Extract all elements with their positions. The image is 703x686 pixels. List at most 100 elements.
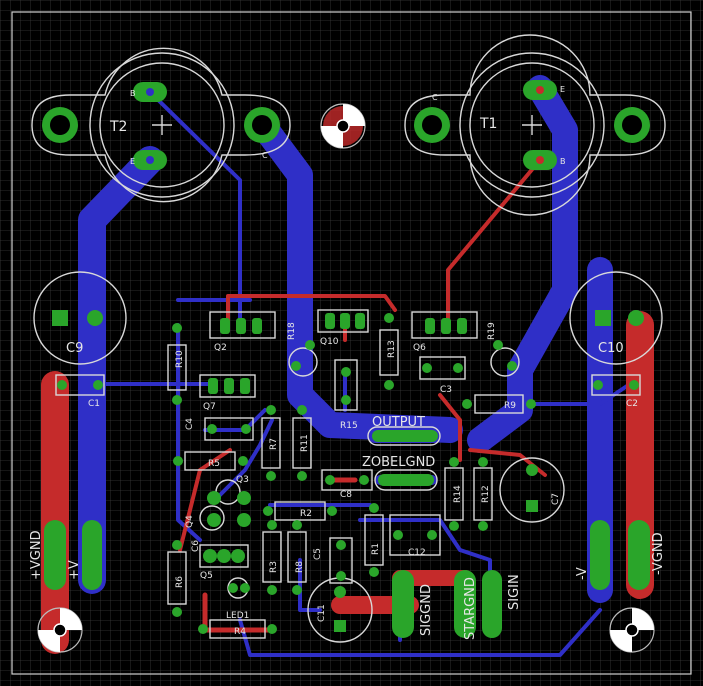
label-r14: R14 bbox=[453, 485, 463, 503]
label-q5: Q5 bbox=[200, 571, 213, 581]
capacitor-c3-outline bbox=[419, 356, 466, 380]
silkscreen-layer bbox=[31, 34, 666, 643]
capacitor-c7-outline bbox=[499, 457, 565, 523]
label-t1-pin-e: E bbox=[560, 85, 565, 94]
q5-pads bbox=[203, 549, 245, 563]
zobelgnd-pad bbox=[378, 474, 434, 486]
label-r2: R2 bbox=[300, 509, 312, 519]
q7-pads bbox=[208, 378, 250, 394]
label-c12: C12 bbox=[408, 548, 426, 558]
label-c10: C10 bbox=[598, 341, 624, 356]
capacitor-pads bbox=[57, 363, 639, 632]
label-minus-vgnd: -VGND bbox=[651, 532, 666, 575]
label-t2: T2 bbox=[109, 119, 127, 135]
pads-layer bbox=[42, 80, 650, 638]
transistor-q2-outline bbox=[209, 311, 276, 339]
label-t1-pin-b: B bbox=[560, 157, 566, 166]
label-r19: R19 bbox=[487, 322, 497, 340]
plus-vgnd-pad bbox=[44, 520, 66, 590]
capacitor-c5-outline bbox=[329, 537, 353, 584]
label-c9: C9 bbox=[66, 341, 83, 356]
resistor-r14-outline bbox=[444, 467, 464, 521]
resistor-r8-outline bbox=[287, 531, 307, 583]
q3-q4-pads bbox=[207, 491, 251, 527]
label-r7: R7 bbox=[269, 438, 279, 450]
label-r3: R3 bbox=[269, 561, 279, 573]
trace-q3 bbox=[213, 418, 274, 502]
label-c1: C1 bbox=[88, 399, 100, 409]
label-t1-pin-c: C bbox=[432, 93, 438, 102]
board-outline bbox=[11, 11, 692, 675]
label-plus-v: +V bbox=[67, 560, 82, 580]
label-c2: C2 bbox=[626, 399, 638, 409]
label-q2: Q2 bbox=[214, 343, 227, 353]
label-c6: C6 bbox=[191, 540, 201, 552]
label-q3: Q3 bbox=[236, 475, 249, 485]
resistor-r11-outline bbox=[292, 417, 312, 469]
transistor-t1-outline bbox=[404, 34, 666, 216]
label-t2-pin-e: E bbox=[130, 157, 135, 166]
resistor-r5-outline bbox=[184, 451, 236, 471]
minus-vgnd-pad bbox=[628, 520, 650, 590]
label-c3: C3 bbox=[440, 385, 452, 395]
mounting-holes bbox=[37, 103, 655, 653]
label-r13: R13 bbox=[387, 340, 397, 358]
label-led1: LED1 bbox=[226, 611, 249, 621]
trace-c2 bbox=[518, 382, 632, 406]
label-c8: C8 bbox=[340, 490, 352, 500]
c10-pad-2 bbox=[628, 310, 644, 326]
resistor-r4-outline bbox=[209, 619, 266, 639]
zobelgnd-connector-outline bbox=[374, 469, 438, 491]
siggnd-pad bbox=[392, 570, 414, 638]
trace-c3 bbox=[438, 393, 462, 462]
trace-left-rail bbox=[78, 146, 164, 594]
resistor-pads bbox=[172, 313, 536, 634]
capacitor-c2-outline bbox=[591, 374, 641, 396]
resistor-r6-outline bbox=[167, 551, 187, 605]
label-r6: R6 bbox=[175, 576, 185, 588]
label-r10: R10 bbox=[175, 350, 185, 368]
label-q4: Q4 bbox=[185, 515, 195, 528]
q2-pads bbox=[220, 318, 262, 334]
capacitor-c6-outline bbox=[204, 417, 254, 441]
minus-v-pad bbox=[590, 520, 610, 590]
label-r1: R1 bbox=[371, 543, 381, 555]
transistor-t2-outline bbox=[31, 47, 291, 203]
resistor-r18-outline bbox=[288, 347, 318, 377]
label-r4: R4 bbox=[234, 627, 246, 637]
output-connector-outline bbox=[367, 426, 441, 446]
resistor-r19-outline bbox=[490, 347, 520, 377]
transistor-q6-outline bbox=[411, 311, 478, 339]
label-stargnd: STARGND bbox=[463, 577, 478, 640]
resistor-r9-outline bbox=[474, 394, 524, 414]
transistor-q10-outline bbox=[317, 309, 369, 333]
transistor-q7-outline bbox=[199, 374, 256, 398]
resistor-r10-outline bbox=[167, 344, 187, 391]
label-plus-vgnd: +VGND bbox=[29, 530, 44, 580]
trace-q2-q6 bbox=[226, 294, 397, 327]
label-r9: R9 bbox=[504, 401, 516, 411]
label-q10: Q10 bbox=[320, 337, 339, 347]
label-r18: R18 bbox=[287, 322, 297, 340]
resistor-r7-outline bbox=[261, 417, 281, 469]
trace-t1-emitter bbox=[467, 75, 578, 453]
stargnd-pad bbox=[454, 570, 476, 638]
resistor-r2-outline bbox=[274, 501, 326, 521]
trace-c12 bbox=[358, 518, 492, 592]
label-r12: R12 bbox=[481, 485, 491, 503]
q10-pads bbox=[325, 313, 365, 329]
label-c5: C5 bbox=[313, 548, 323, 560]
label-c7: C7 bbox=[551, 493, 561, 505]
q6-pads bbox=[425, 318, 467, 334]
trace-t1-base bbox=[446, 158, 542, 332]
capacitor-c9-outline bbox=[33, 271, 127, 365]
label-zobelgnd: ZOBELGND bbox=[362, 455, 435, 470]
trace-t2-base bbox=[148, 90, 242, 327]
c9-pad-2 bbox=[87, 310, 103, 326]
trace-t2-collector bbox=[249, 111, 463, 443]
label-q6: Q6 bbox=[413, 343, 426, 353]
label-c11: C11 bbox=[317, 604, 327, 622]
label-t1: T1 bbox=[479, 116, 497, 132]
